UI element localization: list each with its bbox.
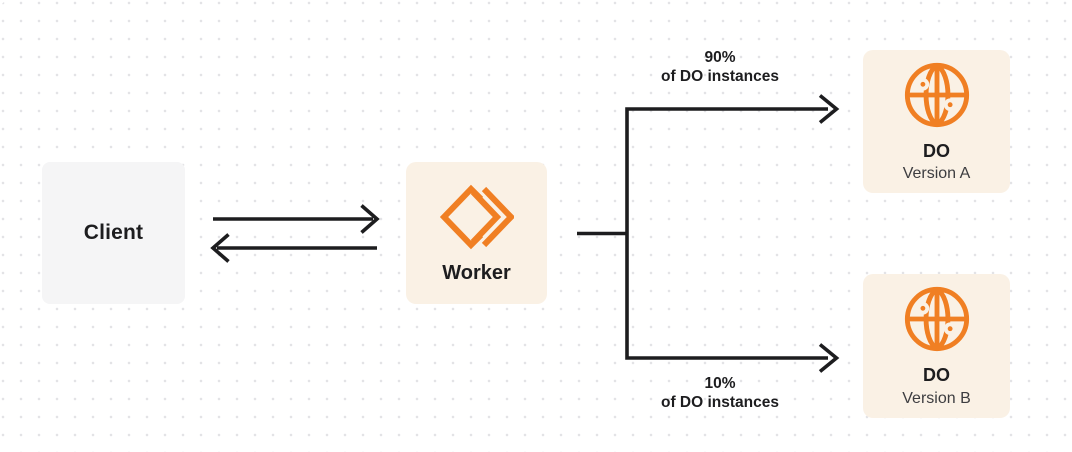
client-label: Client [83,221,144,244]
worker-label: Worker [442,261,511,284]
branch-label-10: 10% of DO instances [620,374,820,412]
branch-percent-90: 90% [704,49,736,66]
client-to-worker-arrow [213,204,380,234]
arrow-to-do-a [818,94,840,124]
branch-caption-10: of DO instances [661,394,779,411]
branch-percent-10: 10% [704,375,736,392]
do-b-subtitle: Version B [902,389,971,407]
do-version-b-node: DO Version B [863,274,1010,418]
do-b-title: DO [923,365,950,385]
do-a-subtitle: Version A [902,165,971,183]
branch-label-90: 90% of DO instances [620,48,820,86]
globe-icon [904,62,969,127]
worker-node: Worker [406,162,547,304]
do-version-a-node: DO Version A [863,50,1010,193]
client-node: Client [42,162,185,304]
branch-caption-90: of DO instances [661,68,779,85]
workers-chevron-icon [439,184,514,249]
branch-connector [625,107,828,360]
do-a-title: DO [923,140,950,161]
arrow-to-do-b [818,343,840,373]
globe-icon [904,286,969,352]
worker-to-client-arrow [210,233,377,263]
